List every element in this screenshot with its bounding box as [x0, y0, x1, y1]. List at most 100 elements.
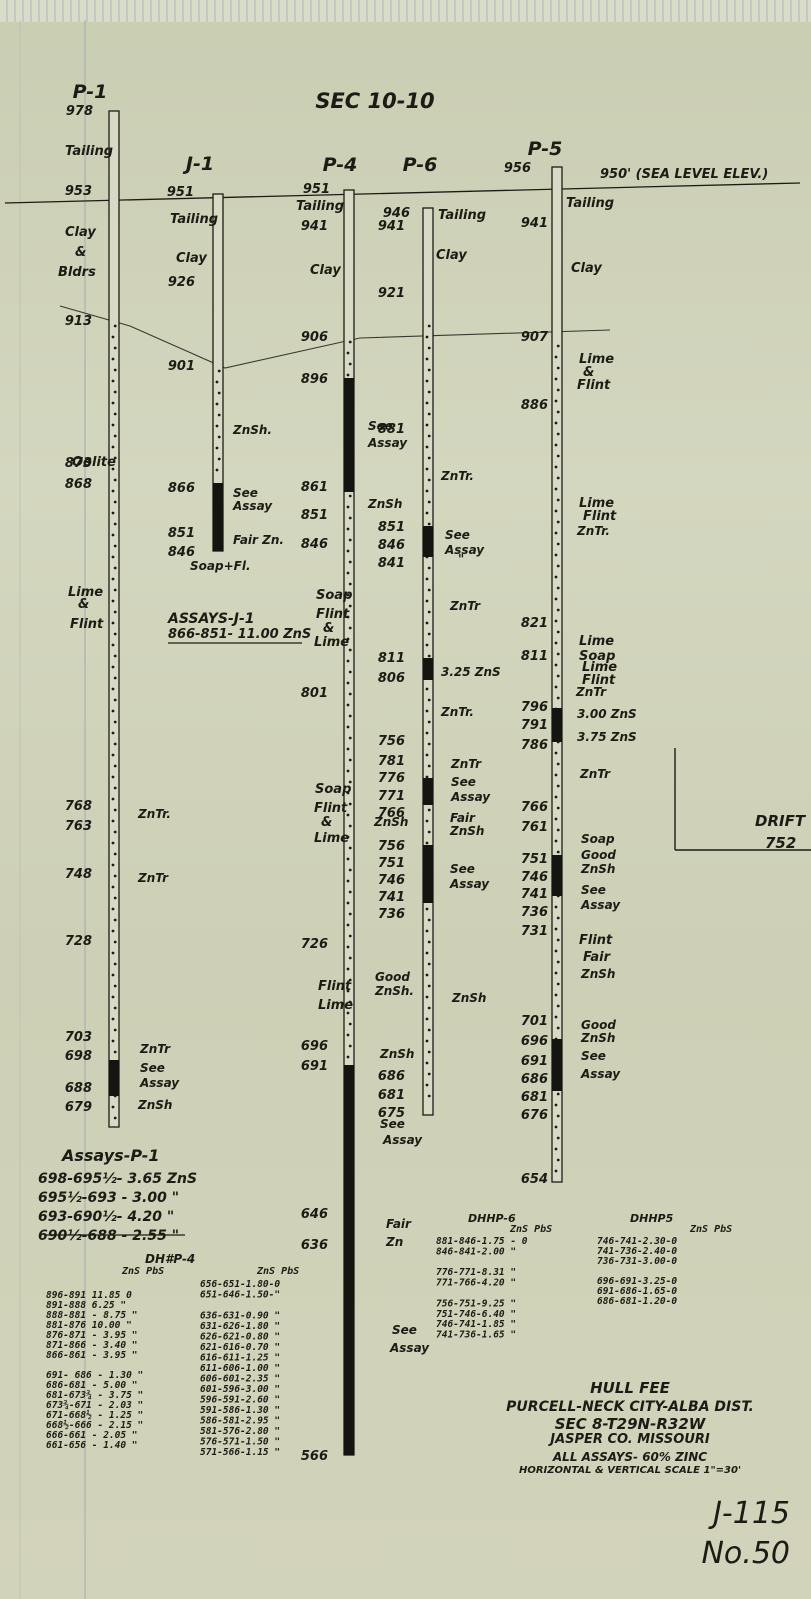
drill-hole-dot	[215, 424, 219, 428]
dhp4-row: 876-871 - 3.95 "	[46, 1330, 138, 1341]
assay-note: ZnSh	[580, 967, 615, 981]
assay-note: ZnSh	[137, 1098, 172, 1112]
assay-note: Good	[375, 970, 410, 984]
drill-hole-dot	[556, 1114, 560, 1118]
drill-hole-dot	[427, 632, 431, 636]
assay-note: ZnTr.	[137, 807, 171, 821]
drill-hole-dot	[556, 498, 560, 502]
drill-hole-dot	[111, 973, 115, 977]
dhp6-row: 881-846-1.75 - 0	[436, 1236, 528, 1247]
drill-hole-dot	[113, 478, 117, 482]
assay-note: ZnSh	[373, 815, 408, 829]
drill-hole-dot	[554, 927, 558, 931]
drill-hole-dot	[111, 511, 115, 515]
drill-hole-dot	[346, 351, 350, 355]
drill-hole-dot	[554, 597, 558, 601]
drill-hole-dot	[217, 391, 221, 395]
stratum-label: &	[323, 621, 334, 636]
dhp4-col2-head: ZnS PbS	[256, 1266, 299, 1277]
drill-hole-dot	[113, 1028, 117, 1032]
drill-hole-dot	[427, 720, 431, 724]
stratum-label: Lime	[582, 660, 617, 675]
drill-hole-dot	[427, 412, 431, 416]
drill-hole-dot	[346, 725, 350, 729]
stratum-label: Soap	[316, 588, 352, 603]
dhp4-row: 881-876 10.00 "	[46, 1320, 132, 1331]
elevation-label: 801	[301, 686, 328, 701]
dhp5-row: 686-681-1.20-0	[597, 1296, 677, 1307]
drill-hole-dot	[111, 335, 115, 339]
drill-hole-dot	[556, 960, 560, 964]
drill-hole-dot	[113, 346, 117, 350]
drill-hole-dot	[111, 533, 115, 537]
stratum-label: Tailing	[170, 212, 218, 227]
drill-hole-dot	[348, 538, 352, 542]
elevation-label: 921	[378, 286, 405, 301]
drill-hole-dot	[111, 819, 115, 823]
drill-hole-dot	[556, 608, 560, 612]
drill-hole-dot	[554, 839, 558, 843]
drill-hole-dot	[425, 489, 429, 493]
drill-hole-dot	[554, 751, 558, 755]
dhp4-row: 896-891 11.85 0	[46, 1290, 132, 1301]
elevation-label: 654	[521, 1172, 548, 1187]
assay-note: ZnTr.	[440, 469, 474, 483]
formation-contact-line	[59, 305, 611, 369]
elevation-label: 741	[521, 887, 548, 902]
dhp4-col1-head: ZnS PbS	[121, 1266, 164, 1277]
drill-hole-dot	[554, 641, 558, 645]
drill-hole-dot	[556, 982, 560, 986]
drill-hole-dot	[425, 511, 429, 515]
drill-hole-dot	[556, 806, 560, 810]
elevation-label: 776	[378, 771, 405, 786]
collar-elevation: 946	[383, 206, 410, 221]
assay-note: Zn	[385, 1235, 403, 1249]
drill-hole-dot	[111, 555, 115, 559]
stratum-label: Lime	[579, 634, 614, 649]
stratum-label: Flint	[579, 933, 613, 948]
drill-hole-dot	[556, 674, 560, 678]
elevation-label: 766	[378, 806, 405, 821]
dhp4-row: 611-606-1.00 "	[200, 1363, 280, 1374]
assay-note: Assay	[139, 1076, 180, 1090]
drill-hole-dot	[554, 487, 558, 491]
stratum-label: Clay	[310, 263, 341, 278]
assay-note: "	[458, 552, 464, 566]
elevation-label: 751	[378, 856, 405, 871]
assays-p1-line: 698-695½- 3.65 ZnS	[38, 1171, 197, 1187]
elevation-label: 896	[301, 372, 328, 387]
drill-hole-p-5	[551, 166, 563, 1183]
drill-hole-dot	[427, 1094, 431, 1098]
drill-hole-dot	[111, 665, 115, 669]
drill-hole-dot	[111, 1039, 115, 1043]
elevation-label: 691	[301, 1059, 328, 1074]
drill-hole-dot	[556, 542, 560, 546]
drill-hole-dot	[215, 468, 219, 472]
drill-hole-dot	[217, 435, 221, 439]
drill-hole-dot	[113, 434, 117, 438]
drill-hole-dot	[111, 687, 115, 691]
drill-hole-dot	[111, 599, 115, 603]
drill-hole-dot	[113, 962, 117, 966]
elevation-label: 846	[301, 537, 328, 552]
drill-hole-dot	[554, 817, 558, 821]
drill-hole-dot	[111, 929, 115, 933]
drill-hole-dot	[427, 1072, 431, 1076]
stratum-label: Soap	[315, 782, 351, 797]
drill-hole-dot	[348, 802, 352, 806]
drill-hole-dot	[554, 1103, 558, 1107]
drill-hole-dot	[348, 758, 352, 762]
drill-hole-dot	[348, 846, 352, 850]
drill-hole-dot	[554, 1125, 558, 1129]
drill-hole-dot	[556, 410, 560, 414]
dhp6-row: 751-746-6.40 "	[436, 1309, 516, 1320]
drill-hole-dot	[425, 775, 429, 779]
dhp4-row: 591-586-1.30 "	[200, 1405, 280, 1416]
elevation-label: 675	[378, 1106, 405, 1121]
drill-hole-dot	[111, 467, 115, 471]
elevation-label: 846	[378, 538, 405, 553]
drill-hole-dot	[111, 621, 115, 625]
elevation-label: 696	[301, 1039, 328, 1054]
assay-note: ZnSh	[580, 1031, 615, 1045]
drill-hole-dot	[556, 828, 560, 832]
